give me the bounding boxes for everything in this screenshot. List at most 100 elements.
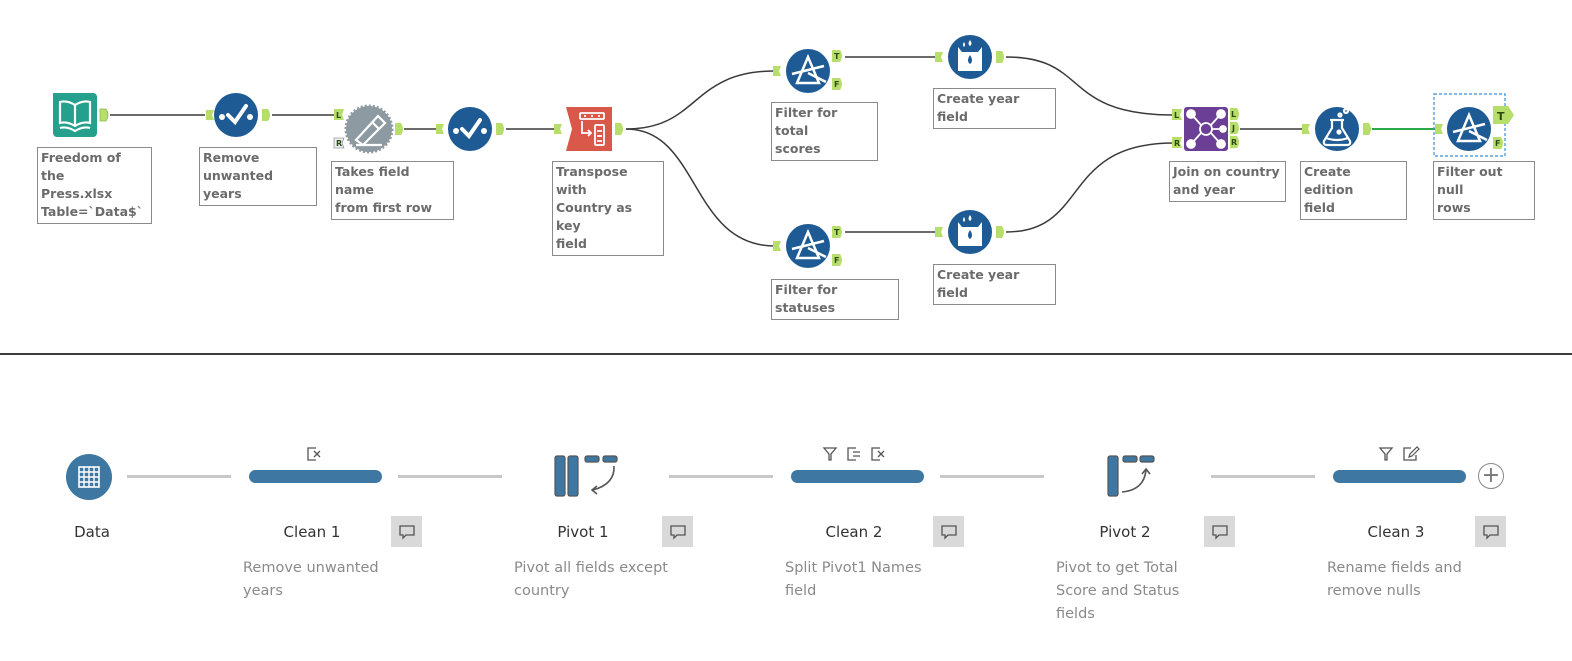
input-anchor-left	[334, 109, 344, 120]
input-anchor	[935, 52, 943, 62]
remove-field-icon	[871, 447, 885, 461]
flask-icon	[1322, 107, 1352, 147]
step-pivot2[interactable]	[1106, 454, 1156, 498]
tool-dynamic-rename[interactable]: L R	[333, 104, 403, 154]
alteryx-workflow-canvas: L R	[37, 35, 1535, 320]
join-network-icon	[1186, 109, 1227, 149]
clean2-comment-button[interactable]	[933, 516, 964, 547]
tool-select-2[interactable]	[436, 107, 504, 151]
output-anchor	[996, 51, 1004, 63]
step-title-clean2: Clean 2	[825, 523, 883, 541]
step-title-pivot1: Pivot 1	[557, 523, 609, 541]
tool-label-dynamic-rename: Takes field name from first row	[331, 161, 454, 220]
output-anchor	[496, 123, 504, 135]
tool-transpose[interactable]	[554, 107, 623, 151]
left-output-anchor	[1230, 108, 1239, 120]
section-divider	[0, 353, 1572, 355]
connection-transpose-filter-scores[interactable]	[625, 70, 776, 130]
tool-label-filter-scores: Filter for total scores	[771, 102, 878, 161]
checkmark-dots-icon	[219, 104, 253, 126]
output-anchor	[262, 109, 270, 121]
clean3-comment-button[interactable]	[1475, 516, 1506, 547]
rename-field-icon	[1403, 446, 1420, 461]
prism-filter-icon	[791, 228, 827, 260]
input-anchor	[206, 110, 214, 120]
tool-filter-statuses[interactable]: T F	[773, 224, 842, 268]
clean2-change-icons	[822, 446, 886, 462]
remove-field-icon	[307, 447, 321, 461]
output-anchor	[99, 108, 109, 122]
add-step-button[interactable]: +	[1478, 463, 1504, 489]
pivot2-comment-button[interactable]	[1204, 516, 1235, 547]
step-data[interactable]	[66, 454, 112, 500]
step-clean1[interactable]	[249, 470, 382, 483]
prism-filter-icon	[791, 53, 827, 85]
connection-transpose-filter-statuses[interactable]	[625, 128, 776, 247]
tool-label-formula-year-2: Create year field	[933, 264, 1056, 305]
true-anchor	[1493, 106, 1514, 124]
input-anchor	[773, 241, 781, 251]
svg-text:F: F	[834, 80, 839, 89]
tool-filter-total-scores[interactable]: T F	[773, 49, 842, 93]
tool-label-input: Freedom of the Press.xlsx Table=`Data$`	[37, 147, 152, 224]
step-desc-pivot2: Pivot to get Total Score and Status fiel…	[1056, 560, 1180, 622]
tool-filter-null-rows[interactable]: T F	[1433, 93, 1514, 157]
comment-icon	[1211, 524, 1228, 540]
tool-label-select1: Remove unwanted years	[199, 147, 317, 206]
step-title-pivot2: Pivot 2	[1099, 523, 1151, 541]
output-anchor	[1363, 123, 1371, 135]
beaker-drops-icon	[958, 215, 982, 246]
pivot1-comment-button[interactable]	[662, 516, 693, 547]
tool-input-data[interactable]	[53, 93, 109, 137]
filter-icon	[1378, 447, 1394, 461]
left-input-anchor	[1172, 109, 1182, 120]
clean1-comment-button[interactable]	[391, 516, 422, 547]
comment-icon	[1482, 524, 1499, 540]
join-output-anchor	[1230, 122, 1239, 134]
step-clean3[interactable]	[1333, 470, 1466, 483]
tool-formula-year-1[interactable]	[935, 35, 1004, 79]
clean1-change-icons	[306, 446, 322, 462]
step-pivot1[interactable]	[553, 454, 619, 498]
transpose-icon	[579, 112, 605, 146]
svg-text:T: T	[834, 228, 840, 237]
connector-clean1-pivot1	[398, 475, 502, 478]
right-input-anchor	[1172, 137, 1182, 148]
svg-text:R: R	[1231, 138, 1237, 147]
svg-text:L: L	[336, 111, 341, 120]
svg-text:R: R	[336, 139, 342, 148]
input-anchor	[1302, 124, 1310, 134]
split-field-icon	[847, 447, 860, 461]
connection-formula2-join-right[interactable]	[1005, 142, 1175, 233]
connector-data-clean1	[127, 475, 231, 478]
beaker-drops-icon	[958, 40, 982, 71]
selection-box	[1433, 93, 1506, 157]
svg-text:J: J	[1231, 124, 1235, 133]
false-anchor	[832, 254, 842, 266]
pivot-columns-to-rows-icon	[554, 455, 618, 497]
input-anchor	[436, 124, 444, 134]
step-title-clean1: Clean 1	[283, 523, 341, 541]
tool-label-formula-year-1: Create year field	[933, 88, 1056, 129]
tool-formula-edition[interactable]	[1302, 107, 1371, 151]
comment-icon	[940, 524, 957, 540]
step-clean2[interactable]	[791, 470, 924, 483]
tool-select-remove-years[interactable]	[206, 93, 270, 137]
svg-text:L: L	[1174, 111, 1179, 120]
connector-clean2-pivot2	[940, 475, 1044, 478]
connection-formula1-join-left[interactable]	[1005, 56, 1175, 116]
true-anchor	[832, 50, 842, 62]
comment-icon	[669, 524, 686, 540]
false-anchor	[1493, 137, 1503, 149]
tool-formula-year-2[interactable]	[935, 210, 1004, 254]
prep-flow-canvas: Data Clean 1 Remove unwanted years Pivot…	[0, 356, 1572, 661]
table-grid-icon	[78, 466, 100, 488]
connector-pivot1-clean2	[669, 475, 773, 478]
pivot-rows-to-columns-icon	[1107, 455, 1155, 497]
svg-text:T: T	[1497, 110, 1505, 123]
tool-join[interactable]: L R L J R	[1172, 107, 1239, 151]
input-anchor	[773, 66, 781, 76]
svg-text:R: R	[1174, 139, 1180, 148]
input-anchor	[935, 227, 943, 237]
svg-text:F: F	[834, 256, 839, 265]
